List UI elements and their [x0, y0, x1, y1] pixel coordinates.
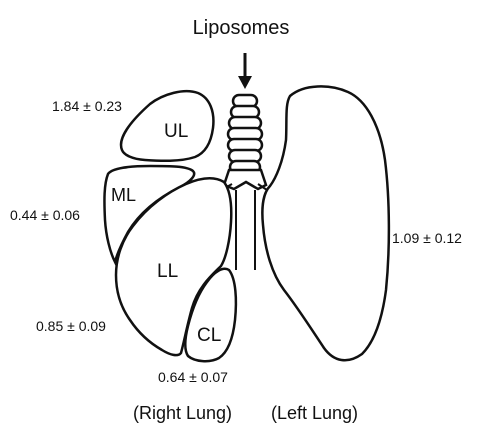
value-upper-lobe: 1.84 ± 0.23 — [52, 99, 122, 113]
label-caudal-lobe: CL — [197, 326, 221, 345]
caption-left-lung: (Left Lung) — [271, 404, 358, 422]
value-caudal-lobe: 0.64 ± 0.07 — [158, 370, 228, 384]
value-left-lung: 1.09 ± 0.12 — [392, 231, 462, 245]
value-lower-lobe: 0.85 ± 0.09 — [36, 319, 106, 333]
left-lung — [262, 86, 389, 360]
arrow-down-icon — [238, 53, 252, 89]
label-lower-lobe: LL — [157, 262, 178, 281]
trachea — [224, 95, 266, 189]
caption-right-lung: (Right Lung) — [133, 404, 232, 422]
label-middle-lobe: ML — [111, 186, 136, 204]
value-middle-lobe: 0.44 ± 0.06 — [10, 208, 80, 222]
label-upper-lobe: UL — [164, 122, 188, 141]
